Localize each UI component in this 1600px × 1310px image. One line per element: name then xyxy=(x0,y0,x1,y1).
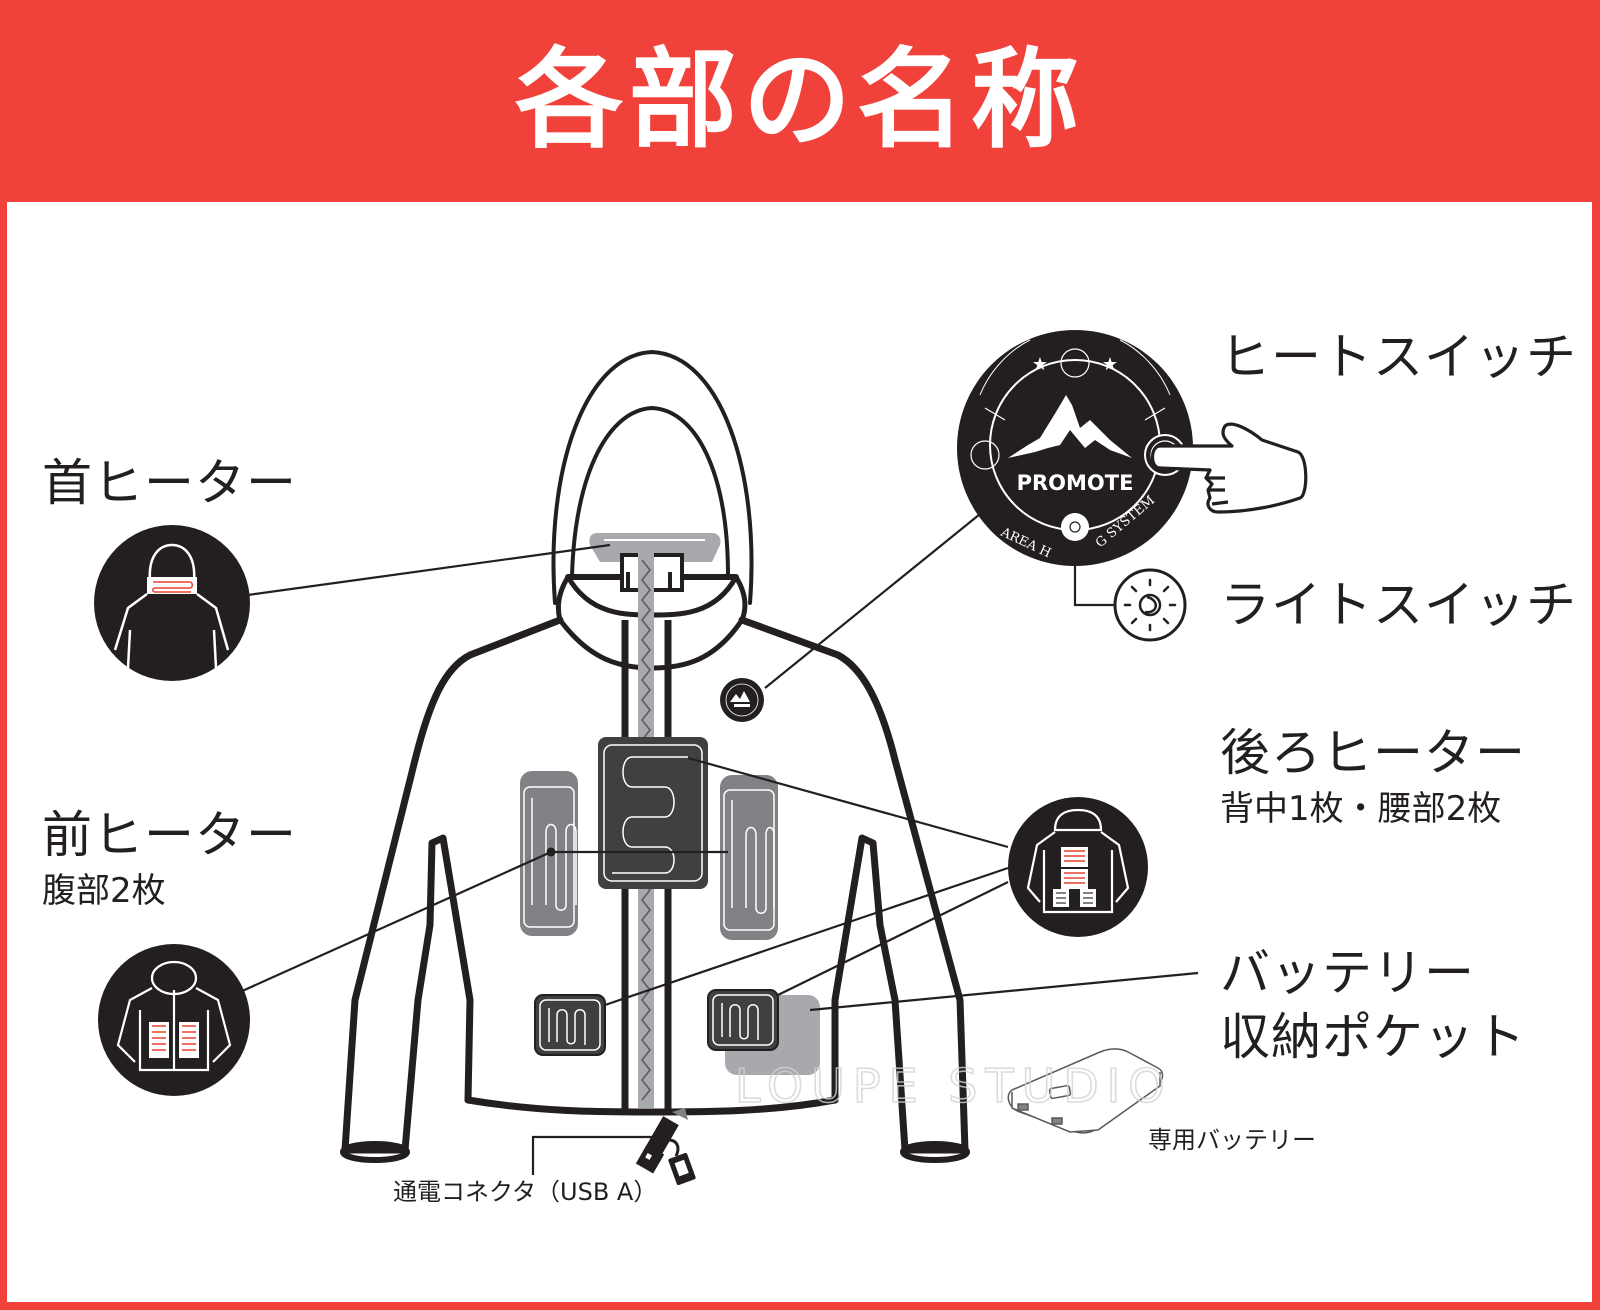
label-battery-pocket-line1: バッテリー xyxy=(1220,944,1475,1002)
diagram-panel xyxy=(7,202,1592,1302)
label-dedicated-battery: 専用バッテリー xyxy=(1148,1126,1316,1154)
watermark: LOUPE STUDIO xyxy=(735,1059,1172,1113)
label-light-switch: ライトスイッチ xyxy=(1220,576,1577,634)
usb-connector xyxy=(635,1108,696,1186)
svg-text:PROMOTE: PROMOTE xyxy=(1017,471,1134,495)
svg-text:★: ★ xyxy=(1102,354,1118,375)
waist-heater-pad-right xyxy=(707,989,779,1051)
chest-switch-badge xyxy=(720,678,764,722)
battery-pack-icon xyxy=(1007,1048,1164,1134)
label-back-heater: 後ろヒーター xyxy=(1220,724,1526,782)
waist-heater-pad-left xyxy=(534,994,606,1056)
leader-lines xyxy=(239,509,1199,1175)
back-heater-icon xyxy=(1008,797,1148,937)
label-usb-connector: 通電コネクタ（USB A） xyxy=(393,1178,658,1206)
label-neck-heater: 首ヒーター xyxy=(42,454,297,512)
front-heater-icon xyxy=(98,944,250,1096)
label-front-heater: 前ヒーター xyxy=(42,806,297,864)
label-battery-pocket-line2: 収納ポケット xyxy=(1220,1008,1526,1066)
page-header: 各部の名称 xyxy=(0,0,1600,202)
page-title: 各部の名称 xyxy=(514,38,1085,163)
pointing-hand-icon xyxy=(1150,422,1308,514)
svg-text:★: ★ xyxy=(1032,354,1048,375)
label-heat-switch: ヒートスイッチ xyxy=(1220,328,1577,386)
heat-switch-badge: ★ ★ PROMOTE AREA H G SYSTEM xyxy=(957,330,1193,566)
neck-heater-icon xyxy=(94,525,250,681)
jacket-illustration xyxy=(340,350,970,1163)
label-back-heater-sub: 背中1枚・腰部2枚 xyxy=(1220,789,1502,829)
front-heater-pad-right xyxy=(720,775,778,940)
label-front-heater-sub: 腹部2枚 xyxy=(42,871,166,911)
front-heater-leader-dot xyxy=(546,847,556,857)
light-switch-icon xyxy=(1113,568,1187,642)
